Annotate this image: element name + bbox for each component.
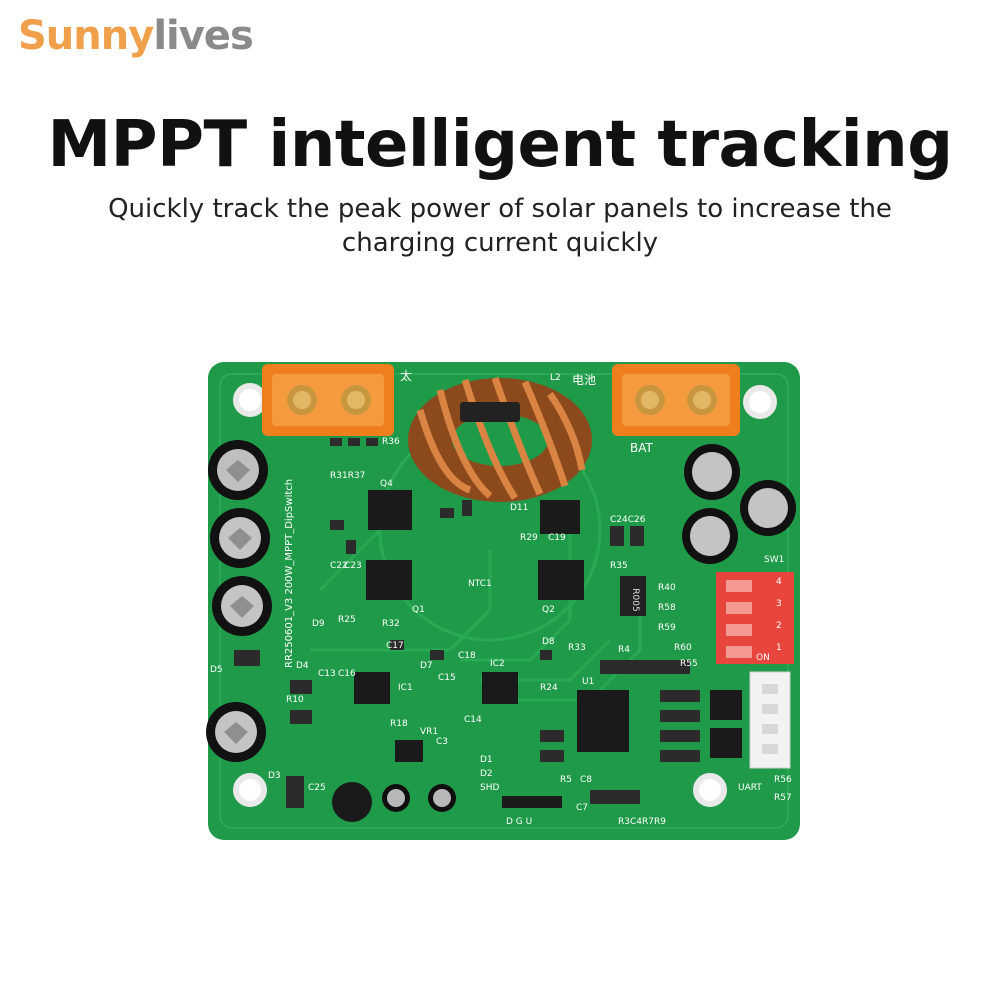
ref-r10: R10 xyxy=(286,695,304,705)
ref-r24: R24 xyxy=(540,683,558,693)
dip-num-1: 1 xyxy=(776,643,782,653)
dip-num-3: 3 xyxy=(776,599,782,609)
pcb-board-photo: 电池 太 BAT L2 xyxy=(206,362,800,840)
ref-r60: R60 xyxy=(674,643,692,653)
ref-r55: R55 xyxy=(680,659,698,669)
sw1-label: SW1 xyxy=(764,555,784,565)
board-model-text: RR250601_V3 200W_MPPT_DipSwitch xyxy=(284,479,295,668)
uart-connector xyxy=(749,671,791,769)
ref-r25: R25 xyxy=(338,615,356,625)
ref-c24: C24C26 xyxy=(610,515,646,525)
dip-num-2: 2 xyxy=(776,621,782,631)
ref-d11: D11 xyxy=(510,503,528,513)
ref-c23: C23 xyxy=(344,561,362,571)
dip-on-label: ON xyxy=(756,653,770,663)
dip-num-4: 4 xyxy=(776,577,782,587)
ref-r40: R40 xyxy=(658,583,676,593)
dip-switch: 1 2 3 4 ON xyxy=(716,572,794,664)
left-capacitors xyxy=(206,440,272,762)
ref-c18: C18 xyxy=(458,651,476,661)
ref-r35: R35 xyxy=(610,561,628,571)
ref-c8: C8 xyxy=(580,775,592,785)
solar-label-cn: 太 xyxy=(400,368,412,383)
ref-d7: D7 xyxy=(420,661,433,671)
ref-ntc1: NTC1 xyxy=(468,579,492,589)
ref-d8: D8 xyxy=(542,637,555,647)
ref-c22: C22 xyxy=(330,561,348,571)
ref-c15: C15 xyxy=(438,673,456,683)
brand-logo-part1: Sunny xyxy=(18,13,154,59)
ref-q4: Q4 xyxy=(380,479,393,489)
ref-ic1: IC1 xyxy=(398,683,413,693)
page-title: MPPT intelligent tracking xyxy=(47,108,953,182)
ref-r37: R31R37 xyxy=(330,471,365,481)
ref-c17: C17 xyxy=(386,641,404,651)
uart-label: UART xyxy=(738,783,762,793)
ref-r36: R36 xyxy=(382,437,400,447)
bottom-components xyxy=(332,782,562,822)
right-capacitors xyxy=(682,444,796,564)
bat-label: BAT xyxy=(630,441,654,455)
brand-logo: Sunnylives xyxy=(18,13,254,59)
power-mosfets xyxy=(354,490,742,762)
ref-c3: C3 xyxy=(436,737,448,747)
ref-u1: U1 xyxy=(582,677,594,687)
pins-label: D G U xyxy=(506,817,532,827)
ref-r18: R18 xyxy=(390,719,408,729)
shunt-text: R005 xyxy=(630,588,640,611)
ref-c19: C19 xyxy=(548,533,566,543)
page-subtitle: Quickly track the peak power of solar pa… xyxy=(108,194,892,258)
ref-d2: D2 xyxy=(480,769,493,779)
shunt-resistor: R005 xyxy=(620,576,646,616)
ref-r29: R29 xyxy=(520,533,538,543)
toroid-inductor xyxy=(408,376,592,502)
ref-c16: C16 xyxy=(338,669,356,679)
mounting-holes xyxy=(233,383,777,807)
ref-d3: D3 xyxy=(268,771,281,781)
ref-l2: L2 xyxy=(550,373,561,383)
ref-r5: R5 xyxy=(560,775,572,785)
ref-ic2: IC2 xyxy=(490,659,505,669)
shd-label: SHD xyxy=(480,783,499,793)
ref-q1: Q1 xyxy=(412,605,425,615)
ref-c14: C14 xyxy=(464,715,482,725)
ref-q2: Q2 xyxy=(542,605,555,615)
ref-vr1: VR1 xyxy=(420,727,438,737)
brand-logo-part2: lives xyxy=(153,13,253,59)
ref-r57: R57 xyxy=(774,793,792,803)
ref-c25: C25 xyxy=(308,783,326,793)
battery-connector xyxy=(612,364,740,436)
ref-r3: R3C4R7R9 xyxy=(618,817,666,827)
ref-r56: R56 xyxy=(774,775,792,785)
ref-d9: D9 xyxy=(312,619,325,629)
ref-d4: D4 xyxy=(296,661,309,671)
solar-connector xyxy=(262,364,394,436)
ref-r32: R32 xyxy=(382,619,400,629)
ref-r59: R59 xyxy=(658,623,676,633)
ref-c13: C13 xyxy=(318,669,336,679)
ref-c7: C7 xyxy=(576,803,588,813)
pcb-body xyxy=(208,362,800,840)
ref-r33: R33 xyxy=(568,643,586,653)
battery-label-cn: 电池 xyxy=(572,373,596,387)
ref-r58: R58 xyxy=(658,603,676,613)
ref-d1: D1 xyxy=(480,755,493,765)
ref-d5: D5 xyxy=(210,665,223,675)
ref-r4: R4 xyxy=(618,645,630,655)
